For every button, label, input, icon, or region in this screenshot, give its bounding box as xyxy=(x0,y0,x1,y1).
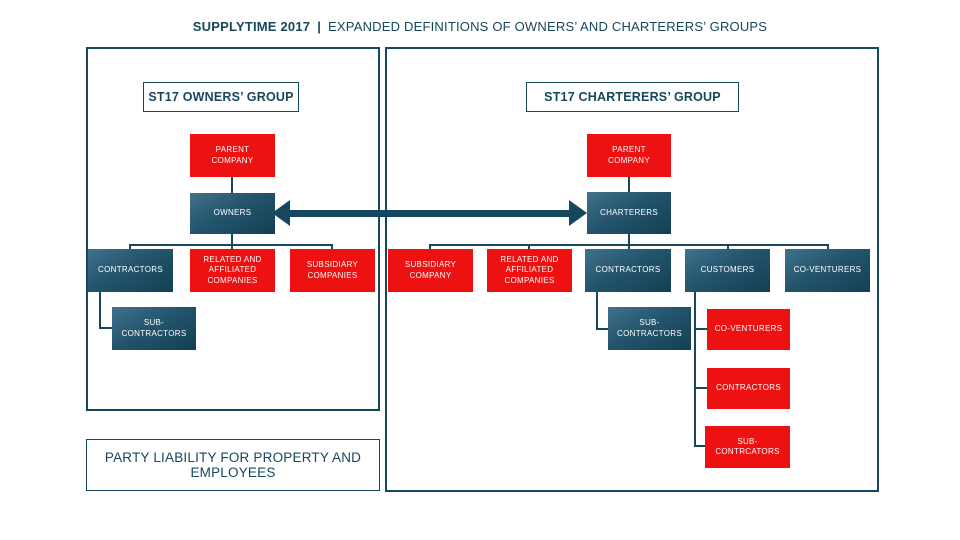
connector-stub-subsidiary xyxy=(331,244,333,250)
node-owners: OWNERS xyxy=(190,193,275,234)
title-brand: SUPPLYTIME 2017 xyxy=(192,19,311,34)
connector-subcontractors-vertical xyxy=(99,292,101,329)
node-customers-sub-contrcators: SUB- CONTRCATORS xyxy=(705,426,790,468)
node-owners-sub-contractors: SUB- CONTRACTORS xyxy=(112,307,196,350)
node-charterers-customers: CUSTOMERS xyxy=(685,249,770,292)
connector-r-subcontractors-vertical xyxy=(596,292,598,330)
node-charterers: CHARTERERS xyxy=(587,192,671,234)
node-owners-subsidiary-companies: SUBSIDIARY COMPANIES xyxy=(290,249,375,292)
node-charterers-parent-company: PARENT COMPANY xyxy=(587,134,671,177)
owners-group-container xyxy=(86,47,380,411)
party-liability-box: PARTY LIABILITY FOR PROPERTY AND EMPLOYE… xyxy=(86,439,380,491)
connector-stub-coventurers xyxy=(827,244,829,250)
node-charterers-subsidiary-company: SUBSIDIARY COMPANY xyxy=(388,249,473,292)
connector-stub-contractors xyxy=(129,244,131,250)
title-subtitle: EXPANDED DEFINITIONS OF OWNERS’ AND CHAR… xyxy=(328,19,768,34)
connector-elbow-contractors-red xyxy=(694,387,708,389)
connector-subcontractors-horizontal xyxy=(99,327,113,329)
owners-group-header: ST17 OWNERS’ GROUP xyxy=(143,82,299,112)
charterers-group-container xyxy=(385,47,879,492)
connector-charterers-parent xyxy=(628,177,630,193)
connector-owners-parent xyxy=(231,177,233,194)
charterers-group-header: ST17 CHARTERERS’ GROUP xyxy=(526,82,739,112)
connector-stub-subsidiary-company xyxy=(429,244,431,250)
node-customers-co-venturers: CO-VENTURERS xyxy=(707,309,790,350)
node-owners-parent-company: PARENT COMPANY xyxy=(190,134,275,177)
connector-customers-drop xyxy=(694,292,696,447)
connector-r-subcontractors-horizontal xyxy=(596,328,609,330)
connector-elbow-subcontrcators-red xyxy=(694,445,706,447)
connector-stub-customers xyxy=(727,244,729,250)
page-title: SUPPLYTIME 2017 | EXPANDED DEFINITIONS OF … xyxy=(0,19,960,34)
node-charterers-co-venturers: CO-VENTURERS xyxy=(785,249,870,292)
node-charterers-sub-contractors: SUB- CONTRACTORS xyxy=(608,307,691,350)
connector-stub-related xyxy=(528,244,530,250)
owners-charterers-arrow xyxy=(289,210,570,217)
connector-charterers-bus xyxy=(628,234,630,250)
node-owners-related-affiliated: RELATED AND AFFILIATED COMPANIES xyxy=(190,249,275,292)
node-charterers-contractors: CONTRACTORS xyxy=(585,249,671,292)
title-separator: | xyxy=(317,19,322,34)
arrow-head-right-icon xyxy=(569,200,587,226)
connector-charterers-bus-horizontal xyxy=(429,244,829,246)
node-charterers-related-affiliated: RELATED AND AFFILIATED COMPANIES xyxy=(487,249,572,292)
arrow-head-left-icon xyxy=(272,200,290,226)
node-owners-contractors: CONTRACTORS xyxy=(88,249,173,292)
connector-owners-bus xyxy=(231,234,233,249)
connector-elbow-coventurers-red xyxy=(694,328,708,330)
node-customers-contractors: CONTRACTORS xyxy=(707,368,790,409)
connector-owners-bus-horizontal xyxy=(129,244,333,246)
